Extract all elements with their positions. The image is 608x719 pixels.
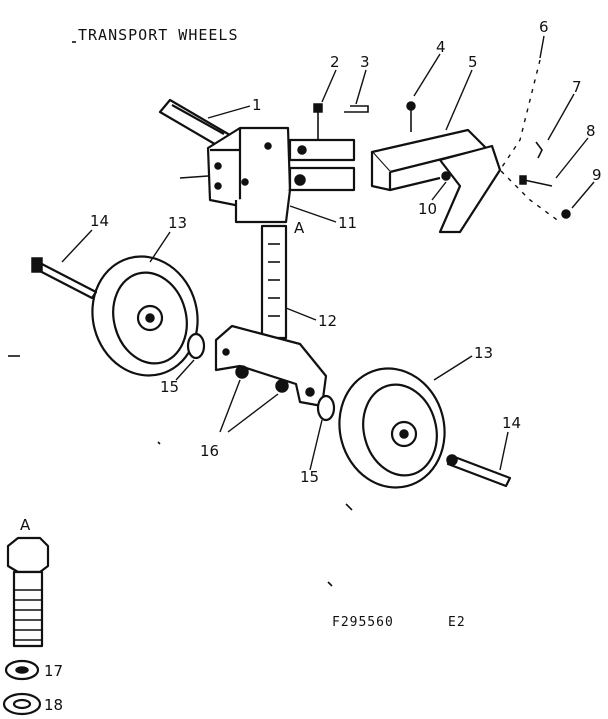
- callout-10: 10: [418, 200, 437, 218]
- callout-16: 16: [200, 442, 219, 460]
- callout-15-right: 15: [300, 468, 319, 486]
- part-14-left-axle-bolt: [31, 257, 98, 300]
- callout-14-right: 14: [502, 414, 521, 432]
- part-9-nut: [561, 209, 571, 219]
- part-15-left-spacer: [186, 332, 206, 360]
- callout-5: 5: [468, 53, 478, 71]
- callout-4: 4: [436, 38, 446, 56]
- callout-11: 11: [338, 214, 357, 232]
- part-17-lock-washer: [4, 659, 40, 681]
- callout-7: 7: [572, 78, 582, 96]
- part-13-left-wheel: [91, 255, 199, 377]
- callout-13-right: 13: [474, 344, 493, 362]
- part-4-bolt: [406, 101, 416, 132]
- axle-bracket: [214, 324, 328, 408]
- part-18-washer: [2, 692, 42, 716]
- callout-9: 9: [592, 166, 602, 184]
- stray-mark-small: [157, 441, 161, 445]
- callout-a-bolt: A: [20, 516, 31, 534]
- part-14-right-axle-bolt: [446, 454, 512, 488]
- callout-2: 2: [330, 53, 340, 71]
- callout-13-left: 13: [168, 214, 187, 232]
- stray-mark-center: [345, 503, 353, 511]
- part-3-clip: [344, 105, 369, 113]
- diagram-title: TRANSPORT WHEELS: [78, 26, 239, 44]
- part-5-tube: [370, 128, 488, 192]
- stray-mark-lower: [327, 581, 333, 587]
- callout-6: 6: [539, 18, 549, 36]
- part-8-bolt: [519, 175, 553, 187]
- figure-revision: E2: [448, 615, 466, 630]
- callout-a-bracket: A: [294, 219, 305, 237]
- callout-15-left: 15: [160, 378, 179, 396]
- callout-8: 8: [586, 122, 596, 140]
- part-2-bolt: [313, 103, 323, 140]
- leader-lines: [61, 35, 595, 471]
- main-bracket: [206, 126, 356, 224]
- part-15-right-spacer: [316, 394, 336, 422]
- callout-12: 12: [318, 312, 337, 330]
- callout-1: 1: [252, 96, 262, 114]
- part-13-right-wheel: [338, 367, 446, 489]
- bolt-a-detail: [6, 536, 50, 648]
- callout-3: 3: [360, 53, 370, 71]
- figure-code: F295560: [332, 615, 394, 630]
- part-12-post: [260, 224, 288, 340]
- part-7-pin: [535, 141, 543, 159]
- callout-14-left: 14: [90, 212, 109, 230]
- callout-17: 17: [44, 662, 63, 680]
- assembly-line: [499, 59, 561, 223]
- part-10-drawbar: [438, 144, 502, 234]
- callout-18: 18: [44, 696, 63, 714]
